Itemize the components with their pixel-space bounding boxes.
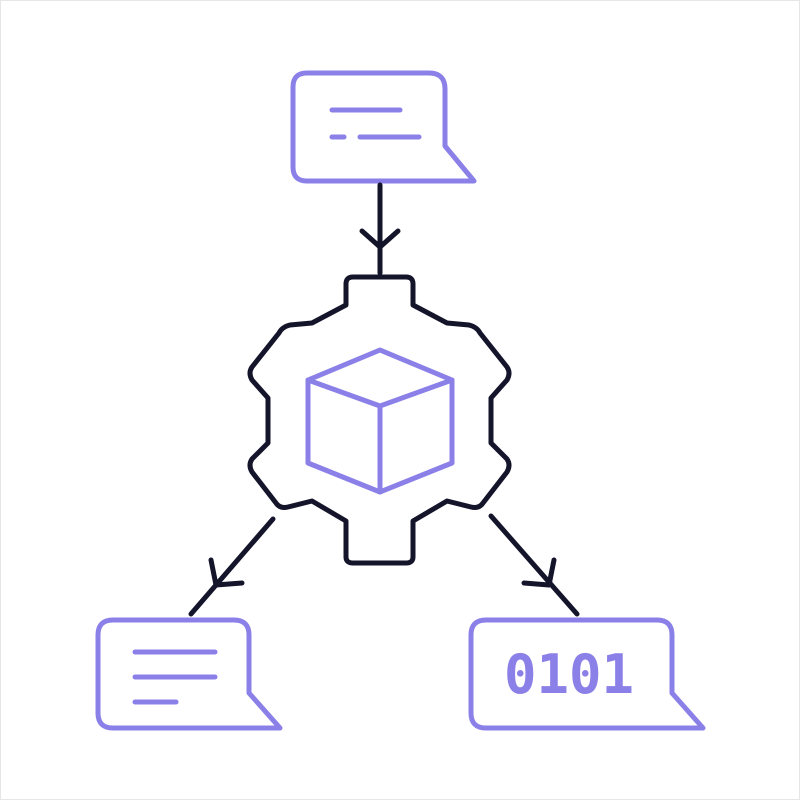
arrow-processor-to-binary-output [488, 513, 580, 617]
arrow-processor-to-text-output [188, 516, 276, 617]
cube-icon [305, 347, 455, 495]
output-text-bubble-icon [95, 617, 283, 731]
arrow-input-to-processor [359, 182, 401, 276]
input-text-bubble-icon [290, 70, 477, 184]
gear-icon [247, 274, 512, 566]
binary-digits: 0101 [504, 643, 634, 706]
output-binary-bubble-icon: 0101 [468, 617, 706, 731]
